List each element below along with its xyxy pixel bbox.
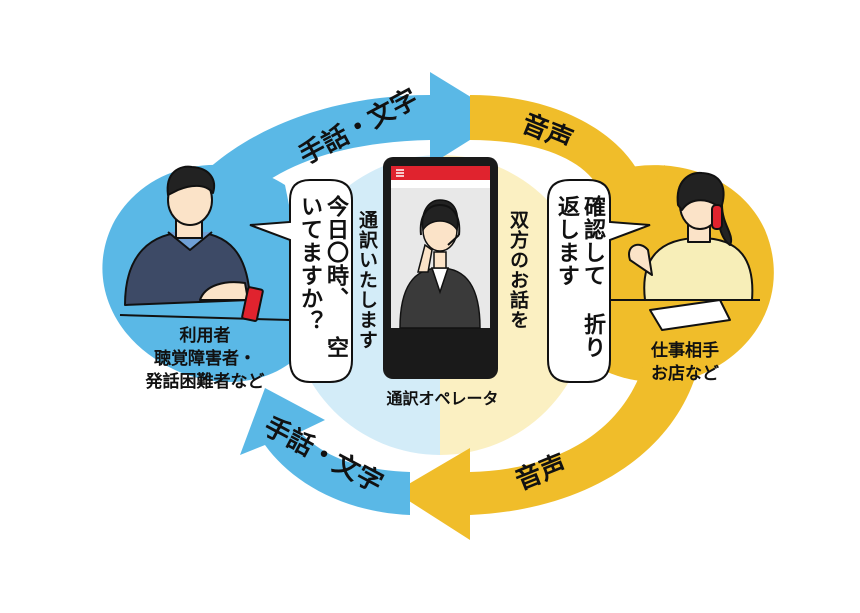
partner-bubble-col1: 確認して bbox=[580, 195, 605, 287]
user-illustration bbox=[124, 165, 264, 322]
partner-line1: 仕事相手 bbox=[651, 341, 719, 361]
menu-icon bbox=[396, 169, 404, 177]
arrow-top-left bbox=[175, 72, 505, 215]
partner-speech-bubble bbox=[547, 179, 651, 383]
user-speech-bubble bbox=[249, 179, 353, 383]
user-subtitle-line2: 発話困難者など bbox=[145, 371, 265, 392]
partner-bubble-col2: 折り返します bbox=[554, 195, 605, 359]
center-left-vertical: 通訳いたします bbox=[356, 210, 378, 350]
user-label: 利用者 聴覚障害者・ 発話困難者など bbox=[120, 325, 290, 394]
operator-label: 通訳オペレータ bbox=[386, 389, 499, 408]
user-bubble-col2: 空いてますか？ bbox=[297, 195, 348, 359]
arrow-bottom-left bbox=[240, 388, 410, 515]
center-right-vertical: 双方のお話を bbox=[507, 210, 529, 330]
phone-header-bar bbox=[391, 166, 490, 180]
smartphone bbox=[383, 157, 498, 379]
partner-line2: お店など bbox=[651, 363, 719, 384]
partner-label: 仕事相手 お店など bbox=[630, 340, 740, 386]
operator-illustration bbox=[399, 199, 481, 329]
user-bubble-col1: 今日〇時、 bbox=[323, 195, 348, 310]
user-desk bbox=[119, 314, 291, 321]
user-title: 利用者 bbox=[179, 326, 231, 346]
arrow-top-right bbox=[470, 95, 665, 230]
partner-bubble-text: 確認して 折り返します bbox=[553, 195, 605, 375]
user-subtitle-line1: 聴覚障害者・ bbox=[154, 348, 256, 369]
user-bubble-text: 今日〇時、 空いてますか？ bbox=[296, 195, 348, 375]
arrow-bottom-right bbox=[395, 360, 700, 540]
partner-illustration bbox=[628, 171, 754, 331]
